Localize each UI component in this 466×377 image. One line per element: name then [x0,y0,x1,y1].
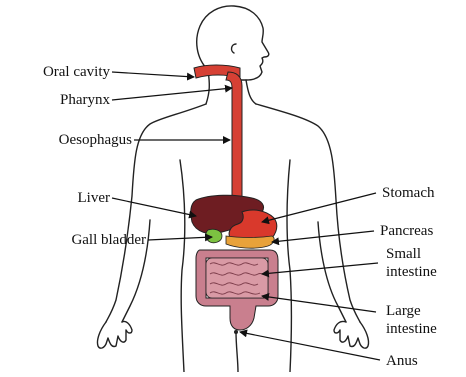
right-hand [334,321,369,348]
label-small-intestine-line1: Small [386,245,421,263]
label-large-intestine-line2: intestine [386,320,437,338]
arrow-pharynx [112,88,232,100]
label-large-intestine-line1: Large [386,302,421,320]
torso-left [180,160,185,372]
small-intestine-group [206,258,268,298]
arrow-large-intestine [262,296,376,312]
label-small-intestine-line2: intestine [386,263,437,281]
body-midline [236,332,238,372]
arrow-liver [112,198,196,216]
label-pancreas: Pancreas [380,222,433,240]
label-gall-bladder: Gall bladder [14,231,146,249]
left-hand [97,321,132,348]
label-liver: Liver [20,189,110,207]
anus-point [234,330,238,334]
neck-right [246,80,256,104]
label-oral-cavity: Oral cavity [20,63,110,81]
label-stomach: Stomach [382,184,435,202]
label-pharynx: Pharynx [20,91,110,109]
arrow-oral-cavity [112,72,194,77]
pancreas-shape [226,236,274,248]
arrow-anus [240,332,380,360]
ear-outline [232,44,236,53]
arrow-stomach [262,193,376,222]
arrow-small-intestine [262,263,378,274]
gall-bladder-shape [206,229,222,243]
label-oesophagus: Oesophagus [12,131,132,149]
label-anus: Anus [386,352,418,370]
arrow-gall-bladder [148,237,212,240]
torso-right [287,160,292,372]
